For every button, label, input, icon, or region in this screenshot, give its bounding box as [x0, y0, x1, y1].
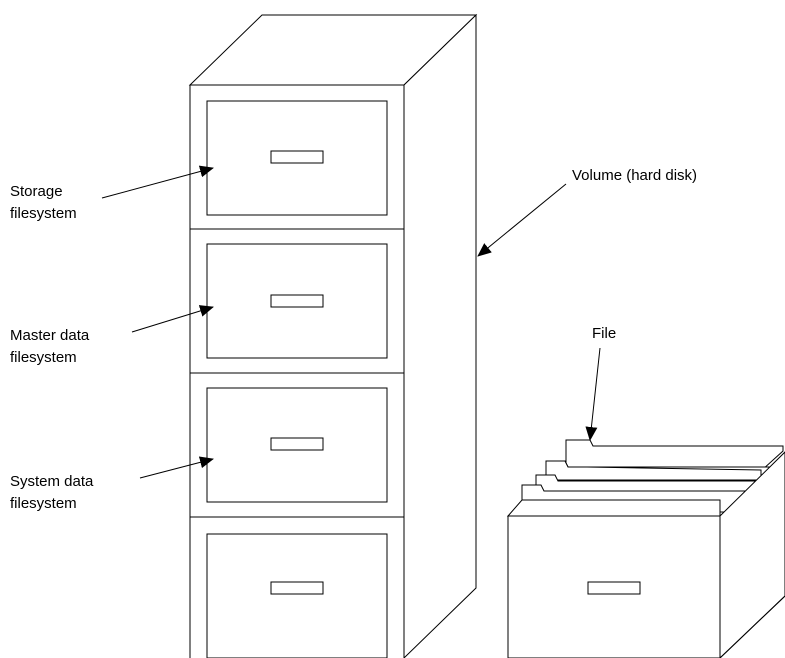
file-box-side — [719, 451, 785, 658]
arrow-master — [131, 305, 214, 333]
file-cabinet — [188, 13, 478, 658]
drawer-master-data — [206, 243, 388, 359]
file-box-handle — [587, 581, 641, 595]
label-system-line2: filesystem — [10, 495, 77, 512]
drawer-storage — [206, 100, 388, 216]
arrow-file — [585, 347, 601, 441]
drawer-handle — [270, 294, 324, 308]
drawer-system-data — [206, 387, 388, 503]
label-storage-line2: filesystem — [10, 205, 77, 222]
drawer-handle — [270, 581, 324, 595]
label-volume: Volume (hard disk) — [572, 167, 697, 184]
label-file: File — [592, 325, 616, 342]
arrow-volume — [477, 183, 567, 257]
drawer-handle — [270, 437, 324, 451]
file-folder — [565, 439, 784, 471]
file-folder — [545, 460, 762, 481]
label-master-line1: Master data — [10, 327, 90, 344]
file-box-inner-back — [506, 499, 721, 517]
arrow-system — [139, 456, 214, 479]
label-storage-line1: Storage — [10, 183, 63, 200]
cabinet-side — [403, 13, 477, 658]
label-master-line2: filesystem — [10, 349, 77, 366]
label-system-line1: System data — [10, 473, 94, 490]
drawer-handle — [270, 150, 324, 164]
file-box — [506, 439, 785, 658]
arrow-storage — [101, 165, 214, 199]
drawer-bottom — [206, 533, 388, 658]
